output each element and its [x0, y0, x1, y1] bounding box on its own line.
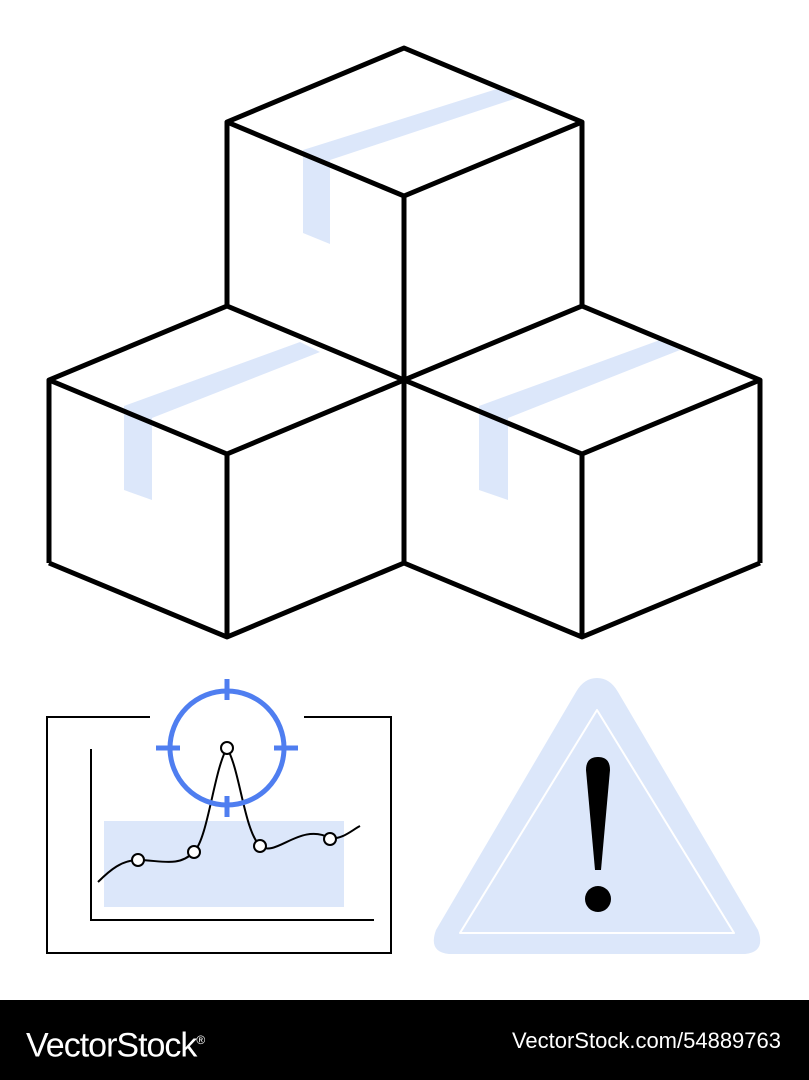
- chart-point: [220, 741, 234, 755]
- exclamation-mark: [586, 757, 610, 870]
- chart-point: [131, 853, 145, 867]
- target-crosshair-icon: [156, 679, 298, 817]
- image-id-label: VectorStock.com/54889763: [511, 1028, 781, 1053]
- top-box-tape: [303, 88, 520, 244]
- illustration-svg: [46, 45, 763, 954]
- tape-strips: [124, 88, 680, 500]
- chart-point: [323, 832, 337, 846]
- top-box: [224, 45, 585, 378]
- brand-logo: VectorStock®: [26, 1020, 205, 1065]
- illustration-canvas: [46, 45, 763, 954]
- chart-axes: [90, 749, 374, 921]
- brand-name: VectorStock: [26, 1026, 197, 1065]
- chart-points: [131, 741, 337, 867]
- left-box: [46, 303, 407, 640]
- chart-point: [253, 839, 267, 853]
- left-box-tape: [124, 342, 320, 500]
- stacked-boxes-icon: [46, 45, 763, 640]
- chart-target-icon: [46, 679, 392, 954]
- exclamation-dot: [585, 886, 611, 912]
- right-box-tape: [479, 340, 680, 500]
- chart-frame: [46, 716, 392, 954]
- warning-triangle-inner-line: [459, 709, 735, 934]
- brand-registered-mark: ®: [196, 1033, 205, 1047]
- chart-point: [187, 845, 201, 859]
- right-box: [401, 303, 763, 640]
- watermark-footer: VectorStock® VectorStock.com/54889763: [0, 1000, 809, 1080]
- warning-triangle-icon: [433, 678, 761, 954]
